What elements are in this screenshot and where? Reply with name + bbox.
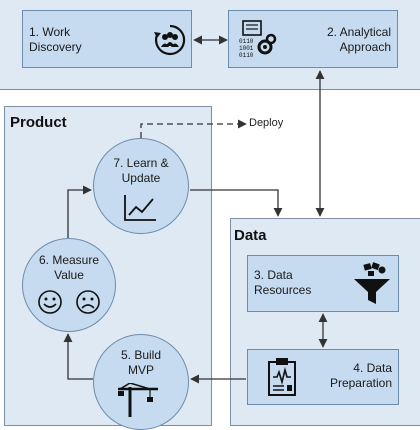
- analytical-approach-box[interactable]: 0110 1001 0110 2. Analytical Approach: [228, 10, 398, 68]
- svg-text:0110: 0110: [239, 38, 254, 45]
- analytical-approach-label: 2. Analytical Approach: [326, 25, 391, 54]
- data-resources-box[interactable]: 3. Data Resources: [247, 255, 399, 312]
- svg-text:1001: 1001: [239, 45, 254, 52]
- trend-chart-icon: [124, 195, 156, 221]
- team-cycle-icon: [154, 24, 186, 56]
- analytics-gears-icon: 0110 1001 0110: [239, 20, 277, 59]
- happy-face-icon: [38, 290, 62, 314]
- crane-icon: [118, 383, 158, 417]
- sad-face-icon: [76, 290, 100, 314]
- measure-value-node[interactable]: 6. Measure Value: [22, 238, 116, 332]
- data-preparation-box[interactable]: 4. Data Preparation: [247, 349, 399, 405]
- build-mvp-node[interactable]: 5. Build MVP: [93, 334, 189, 430]
- data-panel-title: Data: [234, 227, 267, 244]
- funnel-icon: [354, 262, 390, 304]
- learn-update-node[interactable]: 7. Learn & Update: [93, 138, 189, 234]
- learn-update-label: 7. Learn & Update: [113, 156, 169, 185]
- data-resources-label: 3. Data Resources: [254, 268, 312, 297]
- measure-value-label: 6. Measure Value: [38, 253, 100, 282]
- deploy-label: Deploy: [249, 117, 284, 129]
- product-panel-title: Product: [10, 114, 67, 131]
- data-preparation-label: 4. Data Preparation: [329, 361, 392, 390]
- work-discovery-box[interactable]: 1. Work Discovery: [22, 10, 192, 68]
- build-mvp-label: 5. Build MVP: [120, 348, 162, 377]
- clipboard-report-icon: [268, 358, 296, 396]
- svg-text:0110: 0110: [239, 52, 254, 59]
- work-discovery-label: 1. Work Discovery: [29, 25, 82, 54]
